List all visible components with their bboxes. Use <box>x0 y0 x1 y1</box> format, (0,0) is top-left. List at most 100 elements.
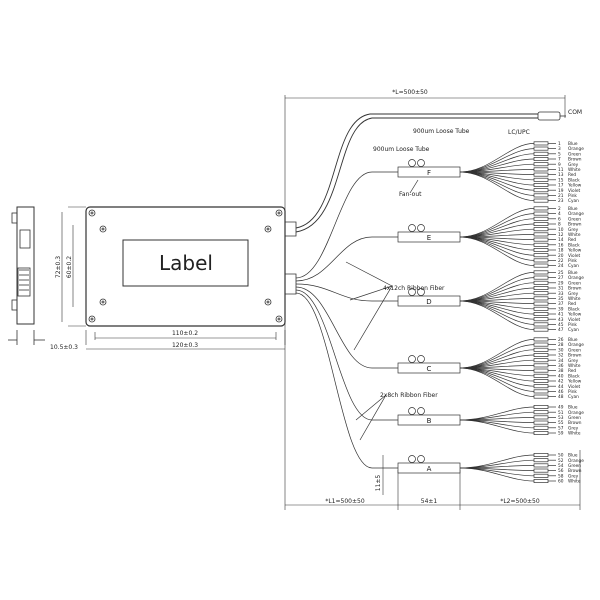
text-layer: Label COM LC/UPC 900um Loose Tube 900um … <box>50 89 582 505</box>
fiber-number-58: 58 <box>558 473 564 479</box>
connector-28 <box>533 342 549 347</box>
fiber-number-22: 22 <box>558 258 564 264</box>
fiber-color-43: Violet <box>568 317 581 323</box>
fiber-color-48: Cyan <box>568 394 579 400</box>
fiber-color-2: Blue <box>568 206 578 212</box>
fiber-color-36: White <box>568 363 581 369</box>
fiber-number-2: 2 <box>558 206 561 212</box>
fiber-number-49: 49 <box>558 405 564 411</box>
loose-tube-top-label: 900um Loose Tube <box>413 128 470 135</box>
fiber-color-53: Green <box>568 415 581 421</box>
fiber-color-39: Black <box>568 306 580 312</box>
fiber-number-13: 13 <box>558 172 564 178</box>
dim-width-outer: 120±0.3 <box>172 342 198 349</box>
dim-width-inner: 110±0.2 <box>172 330 198 337</box>
fiber-color-14: Red <box>568 237 576 243</box>
connector-42 <box>533 379 549 383</box>
connector-14 <box>533 237 549 242</box>
connector-4 <box>533 211 549 216</box>
connector-56 <box>533 468 549 473</box>
fiber-number-18: 18 <box>558 248 564 254</box>
dim-height-outer: 72±0.3 <box>55 256 62 278</box>
connector-38 <box>533 368 549 373</box>
fiber-number-3: 3 <box>558 146 561 152</box>
connector-23 <box>533 198 549 203</box>
module-letter-a: A <box>427 465 432 473</box>
fiber-number-41: 41 <box>558 312 564 318</box>
fiber-number-29: 29 <box>558 280 564 286</box>
module-letter-d: D <box>426 298 431 306</box>
main-box <box>85 206 297 327</box>
fiber-number-9: 9 <box>558 162 561 168</box>
connector-55 <box>533 420 549 425</box>
connector-39 <box>533 306 549 311</box>
fiber-number-57: 57 <box>558 425 564 431</box>
fiber-color-52: Orange <box>568 458 584 464</box>
fiber-color-30: Green <box>568 347 581 353</box>
fiber-color-46: Pink <box>568 389 577 395</box>
fiber-color-9: Grey <box>568 162 579 168</box>
fiber-number-23: 23 <box>558 198 564 204</box>
fiber-color-26: Blue <box>568 337 578 343</box>
connector-31 <box>533 286 549 290</box>
fiber-number-50: 50 <box>558 453 564 459</box>
connector-59 <box>533 431 549 435</box>
connector-13 <box>533 172 549 177</box>
fiber-color-44: Violet <box>568 384 581 390</box>
fiber-number-54: 54 <box>558 463 564 469</box>
connector-58 <box>533 473 549 478</box>
fiber-color-56: Brown <box>568 468 582 474</box>
fiber-number-25: 25 <box>558 270 564 276</box>
connector-50 <box>533 453 549 457</box>
fiber-color-47: Cyan <box>568 327 579 333</box>
connector-7 <box>533 157 549 161</box>
fiber-number-40: 40 <box>558 373 564 379</box>
connector-29 <box>533 280 549 285</box>
dim-fanout-length: 54±1 <box>421 498 438 505</box>
connector-5 <box>533 151 549 156</box>
fiber-23 <box>459 171 535 201</box>
lc-upc-label: LC/UPC <box>508 129 530 136</box>
dim-l2: *L2=500±50 <box>500 498 539 505</box>
com-label: COM <box>568 109 582 116</box>
fiber-color-20: Violet <box>568 253 581 259</box>
connector-32 <box>533 353 549 357</box>
connector-37 <box>533 301 549 306</box>
connector-2 <box>533 206 549 211</box>
connector-54 <box>533 463 549 468</box>
fiber-number-6: 6 <box>558 216 561 222</box>
connector-18 <box>533 248 549 252</box>
fiber-color-25: Blue <box>568 270 578 276</box>
fiber-color-38: Red <box>568 368 576 374</box>
fiber-color-40: Black <box>568 373 580 379</box>
fiber-number-19: 19 <box>558 188 564 194</box>
connector-57 <box>533 425 549 430</box>
connector-1 <box>533 141 549 146</box>
fiber-number-5: 5 <box>558 151 561 157</box>
fiber-color-13: Red <box>568 172 576 178</box>
connector-46 <box>533 389 549 394</box>
fiber-color-11: White <box>568 167 581 173</box>
fiber-number-1: 1 <box>558 141 561 147</box>
fiber-number-17: 17 <box>558 183 564 189</box>
fiber-50 <box>459 454 535 469</box>
fiber-18 <box>459 236 535 251</box>
fiber-color-10: Grey <box>568 227 579 233</box>
module-letter-e: E <box>427 234 431 242</box>
connector-52 <box>533 458 549 463</box>
fiber-color-15: Black <box>568 177 580 183</box>
fiber-color-57: Grey <box>568 425 579 431</box>
connector-3 <box>533 146 549 151</box>
fiber-color-12: White <box>568 232 581 238</box>
dim-height-inner: 60±0.2 <box>66 256 73 278</box>
fiber-number-56: 56 <box>558 468 564 474</box>
module-letter-b: B <box>427 417 432 425</box>
fiber-2 <box>459 208 535 238</box>
connector-60 <box>533 479 549 483</box>
connector-41 <box>533 312 549 316</box>
fiber-number-31: 31 <box>558 286 564 292</box>
fiber-number-36: 36 <box>558 363 564 369</box>
fiber-color-59: White <box>568 431 581 437</box>
fiber-number-15: 15 <box>558 177 564 183</box>
